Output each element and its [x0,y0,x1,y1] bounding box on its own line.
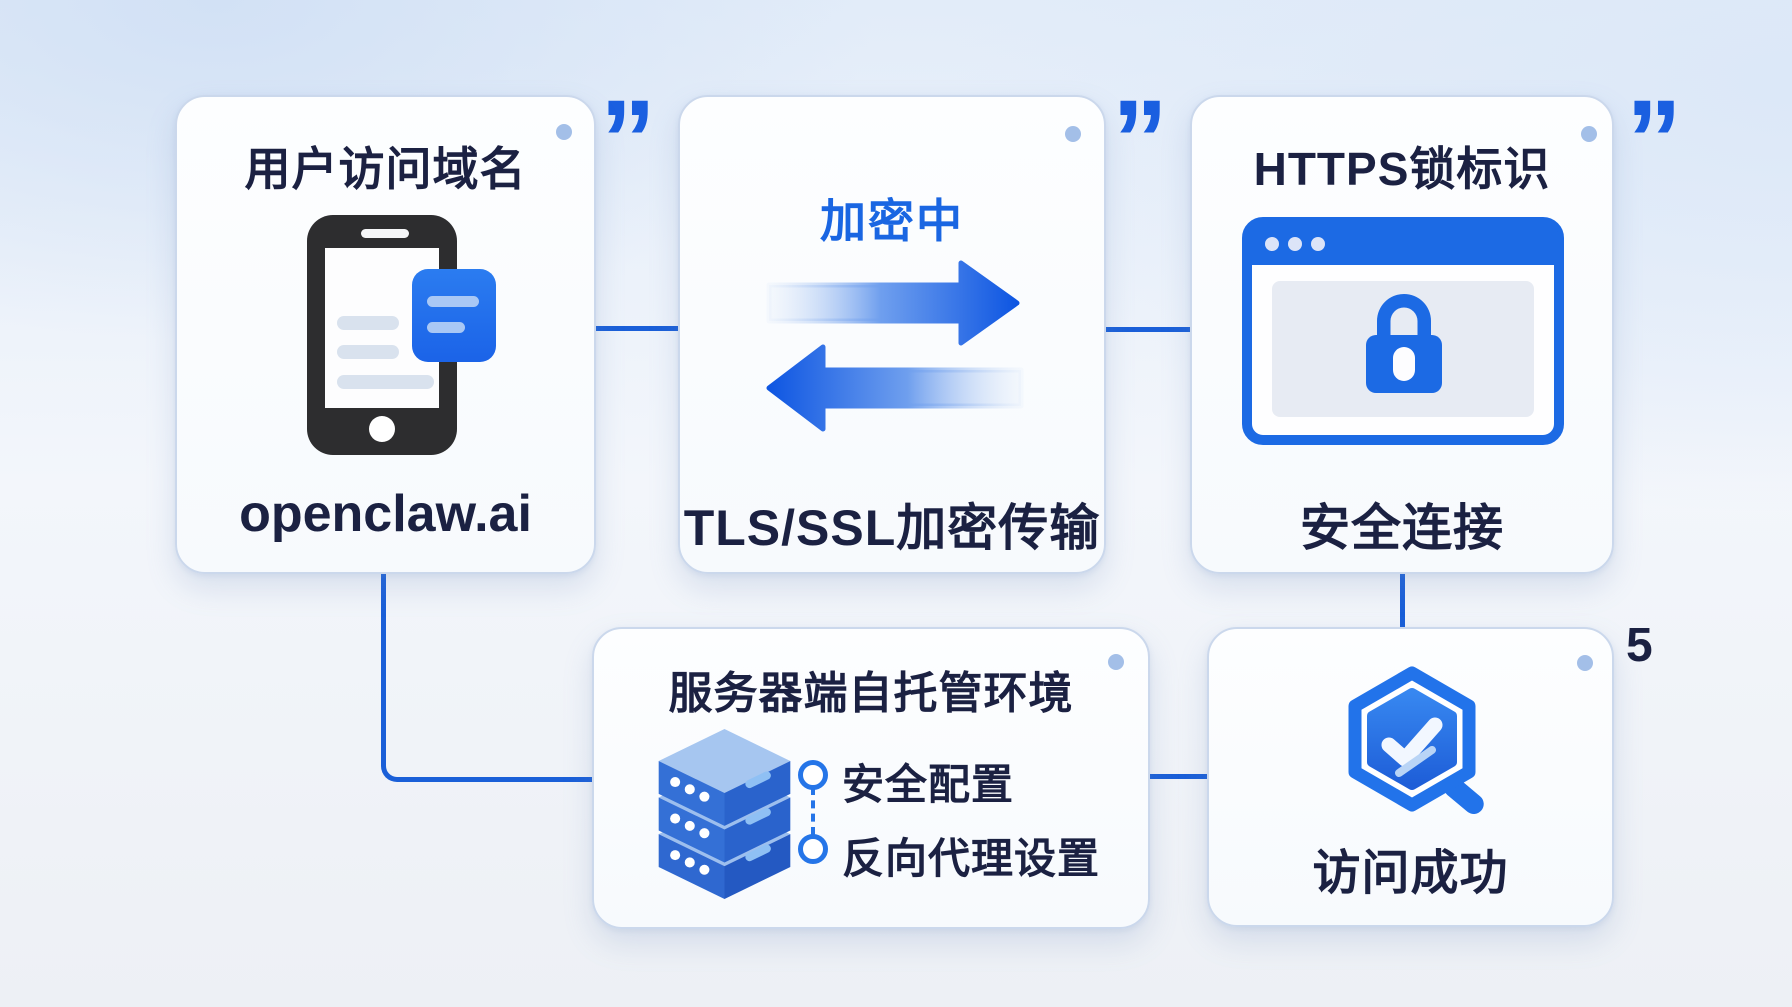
arrow-left-icon [766,344,1024,432]
bullet-item: 安全配置 [842,761,1015,808]
card-https-lock: HTTPS锁标识 安全连接 [1190,95,1614,574]
server-stack-icon [658,729,791,899]
browser-window-icon [1242,217,1564,445]
card-tls-transfer: 加密中 TLS/SSL加密传输 [678,95,1106,574]
connector-card1-card2 [592,326,678,331]
card-caption: TLS/SSL加密传输 [683,500,1101,556]
bullet-item: 反向代理设置 [842,835,1101,882]
step-number-badge: 5 [1626,619,1653,672]
corner-dot [1577,655,1593,671]
card-server-env: 服务器端自托管环境 [592,627,1150,929]
bullet-ring-icon [798,760,828,790]
chat-bubble-icon [412,269,496,362]
smartphone-icon [307,215,496,455]
domain-label: openclaw.ai [239,485,532,543]
connector-server-success [1146,774,1207,779]
shield-check-icon [1348,666,1484,814]
encrypting-status-label: 加密中 [820,195,964,247]
corner-dot [556,124,572,140]
card-access-success: 访问成功 [1207,627,1614,927]
quote-mark-decoration: ” [600,77,656,202]
corner-dot [1065,126,1081,142]
connector-card1-server [381,570,597,782]
card-user-domain: 用户访问域名 openclaw.ai [175,95,596,574]
bullet-connector-line [811,787,815,835]
card-caption: 访问成功 [1312,847,1509,900]
lock-icon [1366,294,1442,393]
bullet-ring-icon [798,834,828,864]
arrow-right-icon [766,260,1020,346]
connector-card3-success [1400,570,1405,628]
quote-mark-decoration: ” [1112,77,1168,202]
quote-mark-decoration: ” [1626,77,1682,202]
corner-dot [1581,126,1597,142]
encryption-arrows-icon [766,260,1024,432]
card-title: 用户访问域名 [244,143,527,195]
card-caption: 安全连接 [1300,500,1504,556]
corner-dot [1108,654,1124,670]
card-title: 服务器端自托管环境 [668,669,1074,718]
connector-card2-card3 [1102,327,1190,332]
card-title: HTTPS锁标识 [1253,143,1551,195]
